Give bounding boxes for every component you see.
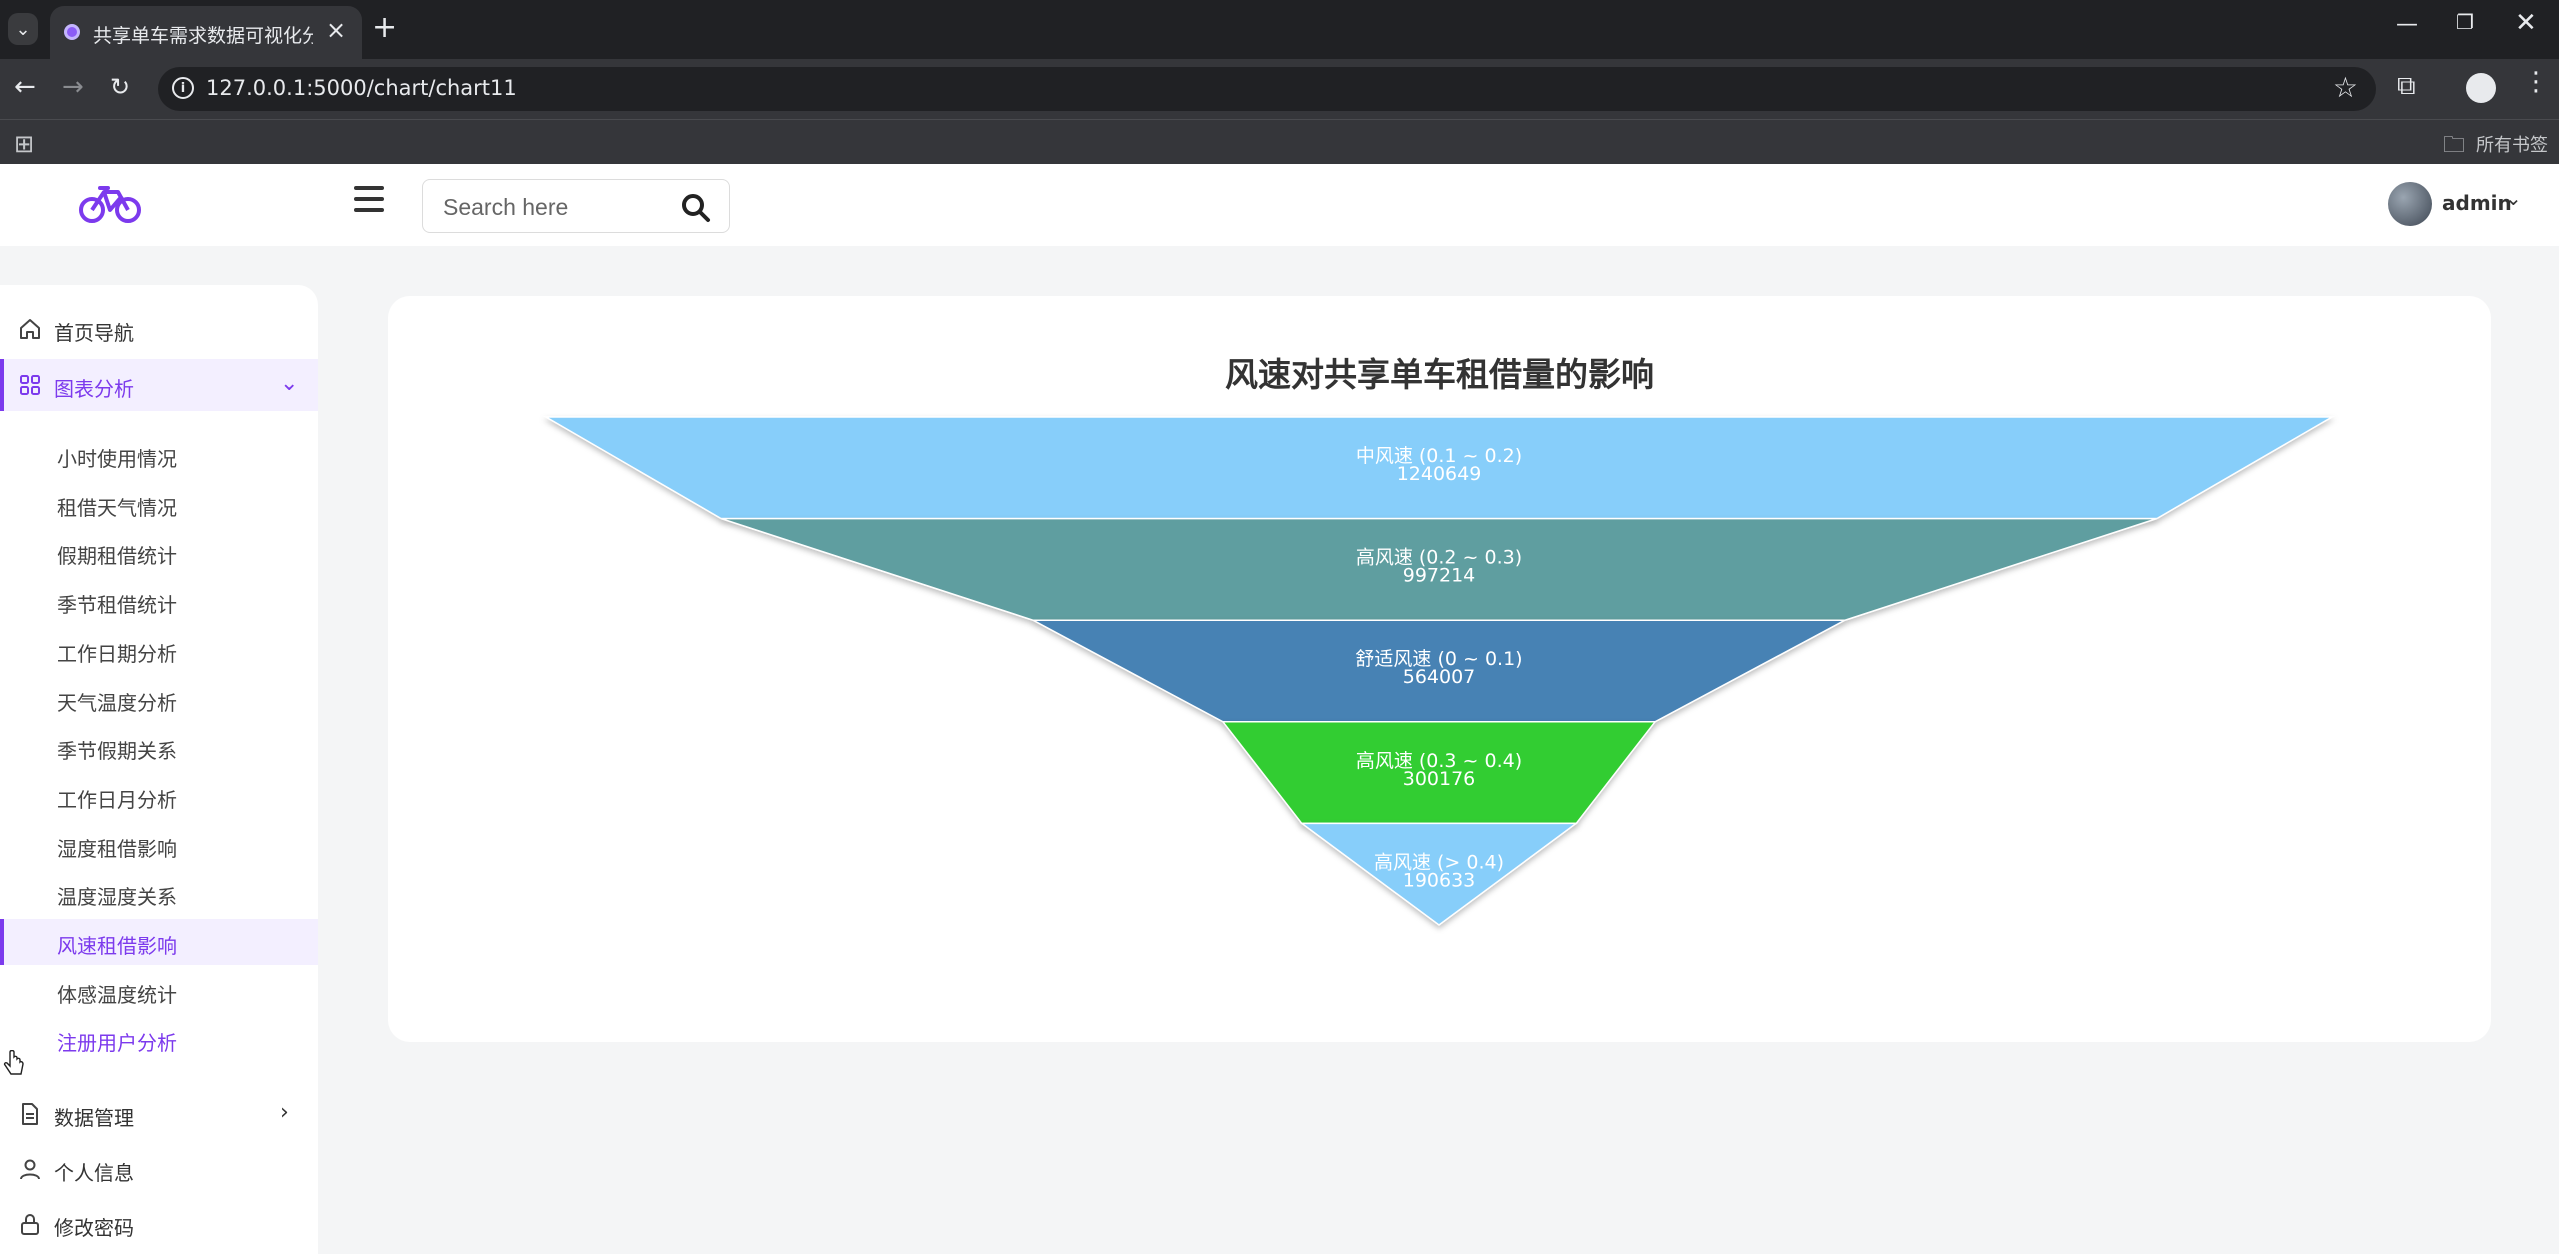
sidebar-subitem[interactable]: 湿度租借影响 — [0, 822, 318, 868]
browser-tab-bar: ⌄ 共享单车需求数据可视化分析系统 × + — ❐ ✕ — [0, 0, 2559, 59]
sidebar-subitem-label: 假期租借统计 — [57, 544, 177, 569]
funnel-segment-value: 997214 — [1403, 565, 1476, 587]
search-box — [422, 179, 730, 233]
sidebar-subitem[interactable]: 工作日期分析 — [0, 627, 318, 673]
funnel-segment-label: 中风速 (0.1 ~ 0.2) — [1356, 445, 1522, 467]
tab-search-dropdown-icon[interactable]: ⌄ — [8, 13, 38, 45]
active-indicator — [0, 359, 4, 411]
chevron-down-icon: ⌄ — [280, 371, 299, 396]
lock-icon — [21, 1214, 39, 1235]
sidebar-subitem[interactable]: 季节假期关系 — [0, 724, 318, 770]
search-icon[interactable] — [681, 193, 711, 223]
tab-title: 共享单车需求数据可视化分析系统 — [93, 25, 313, 47]
chart-title: 风速对共享单车租借量的影响 — [1225, 355, 1654, 394]
sidebar-subitem-label: 湿度租借影响 — [57, 836, 177, 861]
reload-icon[interactable]: ↻ — [110, 73, 131, 101]
site-info-icon[interactable]: i — [172, 77, 194, 99]
sidebar-subitem[interactable]: 注册用户分析 — [0, 1016, 318, 1062]
sidebar-subitem-label: 天气温度分析 — [57, 690, 177, 715]
sidebar-subitem[interactable]: 天气温度分析 — [0, 676, 318, 722]
bookmarks-bar: ⊞ 🗀 所有书签 — [0, 119, 2559, 164]
window-close-icon[interactable]: ✕ — [2515, 8, 2537, 38]
funnel-segment-value: 300176 — [1403, 768, 1476, 790]
chart-card: 风速对共享单车租借量的影响 中风速 (0.1 ~ 0.2)1240649 高风速 … — [388, 296, 2491, 1042]
sidebar-subitem-label: 租借天气情况 — [57, 495, 177, 520]
app-header: admin ⌄ — [0, 164, 2559, 246]
bicycle-logo-icon[interactable] — [78, 182, 142, 226]
funnel-segment-value: 564007 — [1403, 666, 1476, 688]
forward-icon[interactable]: → — [62, 72, 84, 102]
sidebar-subitem-label: 小时使用情况 — [57, 447, 177, 471]
sidebar-item-label: 数据管理 — [54, 1106, 134, 1130]
sidebar-subitem-label: 注册用户分析 — [57, 1031, 177, 1056]
sidebar-subitem[interactable]: 体感温度统计 — [0, 968, 318, 1014]
sidebar-item-data-management[interactable]: 数据管理 › — [0, 1088, 318, 1140]
search-input[interactable] — [443, 192, 663, 222]
sidebar-item-change-password[interactable]: 修改密码 — [0, 1198, 318, 1250]
grid-icon — [20, 375, 40, 395]
funnel-segment-label: 舒适风速 (0 ~ 0.1) — [1355, 648, 1522, 670]
user-name[interactable]: admin — [2442, 191, 2512, 215]
bookmark-star-icon[interactable]: ☆ — [2332, 71, 2358, 104]
sidebar-item-profile[interactable]: 个人信息 — [0, 1143, 318, 1195]
hamburger-menu-icon[interactable] — [354, 186, 384, 216]
profile-icon[interactable] — [2466, 73, 2496, 103]
funnel-chart: 中风速 (0.1 ~ 0.2)1240649 高风速 (0.2 ~ 0.3)997… — [543, 416, 2335, 926]
folder-icon: 🗀 — [2443, 133, 2466, 158]
sidebar-subitem[interactable]: 工作日月分析 — [0, 773, 318, 819]
sidebar-subitem-label: 温度湿度关系 — [57, 885, 177, 910]
sidebar-subitem-label: 季节假期关系 — [57, 739, 177, 764]
new-tab-icon[interactable]: + — [372, 10, 398, 45]
sidebar-subitem[interactable]: 温度湿度关系 — [0, 870, 318, 916]
funnel-segment-label: 高风速 (0.2 ~ 0.3) — [1356, 547, 1522, 569]
more-menu-icon[interactable]: ⋮ — [2523, 67, 2549, 97]
sidebar-subitem-label: 风速租借影响 — [57, 934, 177, 958]
funnel-segment-value: 1240649 — [1397, 463, 1482, 485]
chevron-down-icon[interactable]: ⌄ — [2505, 186, 2522, 210]
omnibox[interactable]: i 127.0.0.1:5000/chart/chart11 ☆ — [158, 67, 2376, 111]
sidebar-subitem[interactable]: 租借天气情况 — [0, 481, 318, 527]
sidebar-subitem-label: 季节租借统计 — [57, 593, 177, 618]
sidebar-item-label: 个人信息 — [54, 1161, 134, 1185]
extensions-icon[interactable]: ⧉ — [2397, 71, 2416, 101]
tab-close-icon[interactable]: × — [326, 16, 347, 44]
chevron-right-icon: › — [280, 1100, 289, 1125]
sidebar-subitem[interactable]: 风速租借影响 — [0, 919, 318, 965]
sidebar: 首页导航 图表分析 ⌄ 数据管理 › 个人信息 修改密码 小时使用情况租借天气情… — [0, 285, 318, 1254]
user-avatar[interactable] — [2388, 182, 2432, 226]
sidebar-subitem-label: 工作日期分析 — [57, 641, 177, 666]
sidebar-item-charts[interactable]: 图表分析 ⌄ — [0, 359, 318, 411]
funnel-segment-label: 高风速 (0.3 ~ 0.4) — [1356, 750, 1522, 772]
document-icon — [22, 1103, 38, 1125]
sidebar-subitem-label: 体感温度统计 — [57, 982, 177, 1007]
sidebar-subitem[interactable]: 季节租借统计 — [0, 578, 318, 624]
sidebar-item-home[interactable]: 首页导航 — [0, 303, 318, 355]
funnel-segment-value: 190633 — [1403, 869, 1476, 891]
home-icon — [20, 319, 40, 339]
window-restore-icon[interactable]: ❐ — [2456, 10, 2474, 34]
url-text[interactable]: 127.0.0.1:5000/chart/chart11 — [206, 76, 517, 100]
sidebar-subitem[interactable]: 假期租借统计 — [0, 529, 318, 575]
sidebar-subitem-label: 工作日月分析 — [57, 787, 177, 812]
hand-cursor-icon — [3, 1050, 24, 1075]
back-icon[interactable]: ← — [14, 72, 36, 102]
browser-address-bar: ← → ↻ i 127.0.0.1:5000/chart/chart11 ☆ ⧉… — [0, 59, 2559, 119]
user-icon — [20, 1159, 40, 1180]
funnel-segment-label: 高风速 (> 0.4) — [1374, 851, 1504, 873]
apps-grid-icon[interactable]: ⊞ — [14, 130, 35, 158]
sidebar-item-label: 修改密码 — [54, 1216, 134, 1240]
all-bookmarks-link[interactable]: 所有书签 — [2476, 135, 2548, 156]
tab-favicon-icon — [64, 24, 80, 40]
window-minimize-icon[interactable]: — — [2396, 12, 2418, 37]
funnel-segment[interactable] — [1299, 822, 1579, 926]
browser-tab-active[interactable]: 共享单车需求数据可视化分析系统 × — [50, 6, 362, 59]
sidebar-subitem[interactable]: 小时使用情况 — [0, 432, 318, 478]
sidebar-item-label: 首页导航 — [54, 321, 134, 345]
sidebar-item-label: 图表分析 — [54, 377, 134, 401]
